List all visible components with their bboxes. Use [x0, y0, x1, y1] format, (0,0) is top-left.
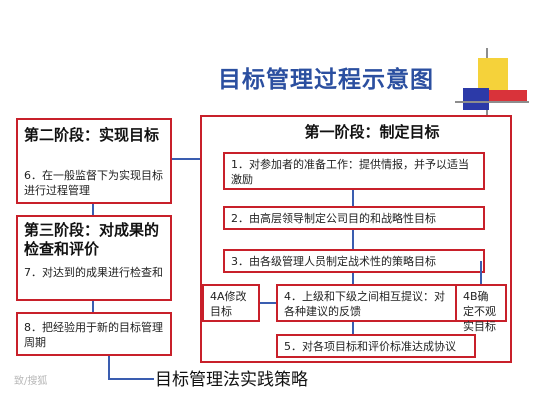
step2-box: 2．由高层领导制定公司目的和战略性目标 [223, 206, 485, 230]
step4b-text: 4B确定不观实目标 [463, 290, 496, 333]
arrow-phase1-phase2 [172, 158, 200, 160]
step4-box: 4．上级和下级之间相互提议：对各种建议的反馈 [276, 284, 462, 322]
diagram-title: 目标管理过程示意图 [218, 67, 434, 93]
arrow-step4-step4a [260, 302, 276, 304]
step1-text: 1．对参加者的准备工作：提供情报，并予以适当激励 [231, 158, 469, 186]
arrow-phase3-phase4 [92, 301, 94, 312]
step4-text: 4．上级和下级之间相互提议：对各种建议的反馈 [284, 290, 445, 318]
decor-blue-block [463, 88, 489, 110]
phase3-heading: 第三阶段：对成果的检查和评价 [24, 221, 160, 258]
decor-horizontal-line [455, 101, 529, 103]
arrow-step1-step2 [352, 190, 354, 206]
step5-box: 5．对各项目标和评价标准达成协议 [276, 334, 476, 358]
arrow-phase2-phase3 [92, 204, 94, 215]
step3-box: 3．由各级管理人员制定战术性的策略目标 [223, 249, 485, 273]
phase4-frame: 8．把经验用于新的目标管理周期 [16, 312, 172, 356]
phase1-heading: 第一阶段：制定目标 [304, 123, 440, 141]
step1-box: 1．对参加者的准备工作：提供情报，并予以适当激励 [223, 152, 485, 190]
caption: 目标管理法实践策略 [155, 370, 308, 390]
step7-text: 7．对达到的成果进行检查和 [24, 266, 163, 279]
arrow-step3-step4 [352, 273, 354, 284]
decor-red-bar [489, 90, 527, 102]
phase3-frame: 第三阶段：对成果的检查和评价 7．对达到的成果进行检查和 [16, 215, 172, 301]
step4a-text: 4A修改目标 [210, 290, 247, 318]
phase2-heading: 第二阶段：实现目标 [24, 126, 160, 144]
feedback-line-horizontal [108, 378, 154, 380]
step4a-box: 4A修改目标 [202, 284, 260, 322]
step6-text: 6．在一般监督下为实现目标进行过程管理 [24, 169, 163, 197]
arrow-step4b-loop [480, 261, 482, 284]
phase1-frame: 第一阶段：制定目标 1．对参加者的准备工作：提供情报，并予以适当激励 2．由高层… [200, 115, 512, 363]
arrow-step2-step3 [352, 230, 354, 249]
phase2-frame: 第二阶段：实现目标 6．在一般监督下为实现目标进行过程管理 [16, 118, 172, 204]
arrow-step4-step5 [352, 322, 354, 334]
step8-text: 8．把经验用于新的目标管理周期 [24, 321, 163, 349]
watermark: 致/搜狐 [14, 376, 48, 387]
step3-text: 3．由各级管理人员制定战术性的策略目标 [231, 255, 436, 268]
step4b-box: 4B确定不观实目标 [455, 284, 507, 333]
feedback-line-vertical [108, 356, 110, 380]
step5-text: 5．对各项目标和评价标准达成协议 [284, 340, 456, 353]
step2-text: 2．由高层领导制定公司目的和战略性目标 [231, 212, 436, 225]
decor-yellow-block [478, 58, 508, 90]
